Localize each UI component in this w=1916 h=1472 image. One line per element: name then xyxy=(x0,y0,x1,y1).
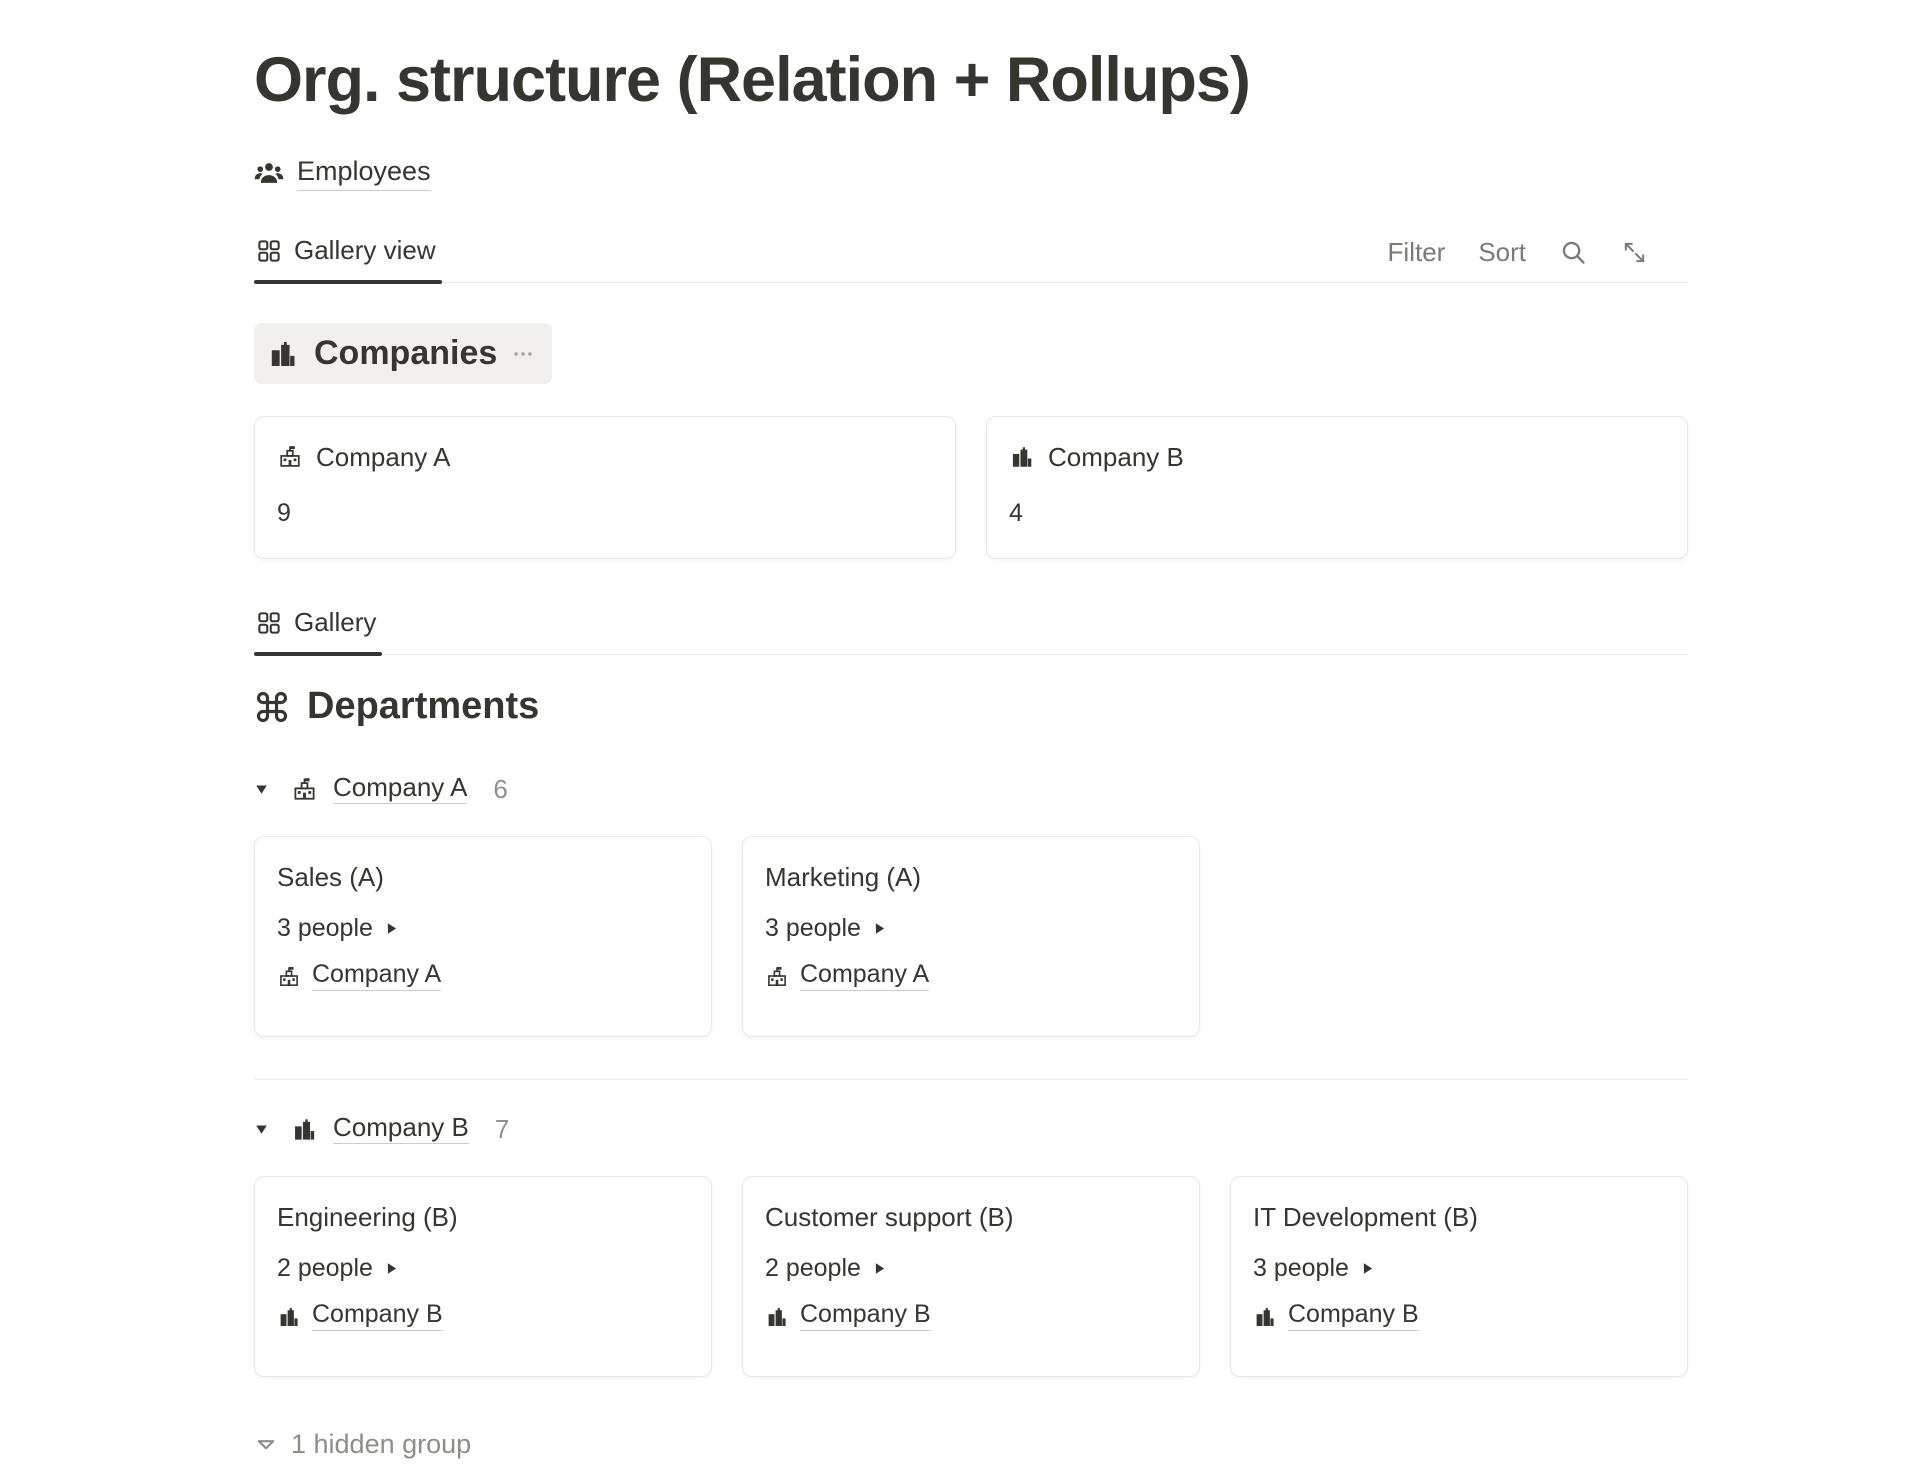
people-rollup[interactable]: 3 people xyxy=(277,916,689,941)
company-card-a[interactable]: Company A 9 xyxy=(254,416,956,560)
companies-view-tab-bar: Gallery view Filter Sort xyxy=(254,225,1688,284)
hidden-group-toggle[interactable]: 1 hidden group xyxy=(254,1429,1688,1460)
people-rollup[interactable]: 3 people xyxy=(765,916,1177,941)
people-count: 3 people xyxy=(765,914,861,943)
school-building-icon xyxy=(291,776,318,803)
caret-right-icon[interactable] xyxy=(384,921,399,936)
company-relation-link[interactable]: Company A xyxy=(312,962,442,992)
command-icon xyxy=(254,689,290,725)
department-card-customer-support-b[interactable]: Customer support (B) 2 people Company B xyxy=(742,1176,1200,1378)
sort-button[interactable]: Sort xyxy=(1478,237,1526,268)
companies-database-title: Companies xyxy=(314,334,498,373)
company-relation: Company B xyxy=(765,1302,1177,1332)
company-card-title: Company A xyxy=(316,442,451,473)
people-rollup[interactable]: 2 people xyxy=(765,1256,1177,1281)
people-icon xyxy=(254,159,284,189)
departments-card-grid-b: Engineering (B) 2 people Company B Custo… xyxy=(254,1176,1688,1378)
people-count: 2 people xyxy=(765,1254,861,1283)
group-count: 7 xyxy=(494,1114,510,1145)
company-relation-link[interactable]: Company A xyxy=(800,962,930,992)
source-database-label[interactable]: Employees xyxy=(297,156,431,192)
departments-database-title: Departments xyxy=(307,685,540,728)
chevron-down-icon xyxy=(254,1433,278,1457)
company-rollup-value: 4 xyxy=(1009,499,1023,528)
group-collapse-toggle[interactable] xyxy=(254,1122,269,1137)
department-card-title: IT Development (B) xyxy=(1253,1202,1478,1233)
group-count: 6 xyxy=(493,774,508,805)
expand-icon[interactable] xyxy=(1621,239,1648,266)
group-divider xyxy=(254,1079,1688,1081)
group-header-company-a: Company A 6 xyxy=(254,772,1688,805)
city-buildings-icon xyxy=(1253,1305,1277,1329)
group-header-company-b: Company B 7 xyxy=(254,1112,1688,1145)
city-buildings-icon xyxy=(267,338,299,370)
view-toolbar: Filter Sort xyxy=(1388,237,1688,282)
source-database-link[interactable]: Employees xyxy=(254,156,1688,192)
companies-database-header[interactable]: Companies xyxy=(254,323,553,385)
group-label-link[interactable]: Company B xyxy=(333,1112,469,1145)
caret-right-icon[interactable] xyxy=(872,1261,887,1276)
tab-gallery-view-label: Gallery view xyxy=(294,235,436,266)
caret-right-icon[interactable] xyxy=(384,1261,399,1276)
caret-right-icon[interactable] xyxy=(872,921,887,936)
caret-right-icon[interactable] xyxy=(1360,1261,1375,1276)
page-title[interactable]: Org. structure (Relation + Rollups) xyxy=(254,45,1251,115)
filter-button[interactable]: Filter xyxy=(1387,237,1446,268)
group-collapse-toggle[interactable] xyxy=(254,782,269,797)
people-rollup[interactable]: 2 people xyxy=(277,1256,689,1281)
city-buildings-icon xyxy=(277,1305,301,1329)
ellipsis-icon[interactable] xyxy=(512,343,534,365)
school-building-icon xyxy=(277,965,301,989)
company-card-b[interactable]: Company B 4 xyxy=(986,416,1688,560)
company-relation: Company A xyxy=(277,962,689,992)
people-count: 3 people xyxy=(277,914,373,943)
city-buildings-icon xyxy=(291,1116,318,1143)
departments-card-grid-a: Sales (A) 3 people Company A Marketing (… xyxy=(254,836,1688,1038)
gallery-grid-icon xyxy=(256,238,282,264)
people-rollup[interactable]: 3 people xyxy=(1253,1256,1665,1281)
company-relation: Company B xyxy=(1253,1302,1665,1332)
company-relation: Company B xyxy=(277,1302,689,1332)
tab-gallery[interactable]: Gallery xyxy=(254,597,383,656)
department-card-marketing-a[interactable]: Marketing (A) 3 people Company A xyxy=(742,836,1200,1038)
search-icon[interactable] xyxy=(1559,238,1588,267)
school-building-icon xyxy=(277,444,303,470)
company-card-title: Company B xyxy=(1048,442,1184,473)
company-relation: Company A xyxy=(765,962,1177,992)
city-buildings-icon xyxy=(765,1305,789,1329)
people-count: 3 people xyxy=(1253,1254,1349,1283)
school-building-icon xyxy=(765,965,789,989)
company-rollup-value: 9 xyxy=(277,499,291,528)
page-content: Org. structure (Relation + Rollups) Empl… xyxy=(254,0,1688,1460)
department-card-title: Marketing (A) xyxy=(765,862,922,893)
city-buildings-icon xyxy=(1009,444,1035,470)
gallery-grid-icon xyxy=(256,610,282,636)
tab-gallery-label: Gallery xyxy=(294,607,377,638)
department-card-title: Customer support (B) xyxy=(765,1202,1014,1233)
department-card-title: Engineering (B) xyxy=(277,1202,458,1233)
departments-database-header[interactable]: Departments xyxy=(254,685,1688,728)
department-card-sales-a[interactable]: Sales (A) 3 people Company A xyxy=(254,836,712,1038)
department-card-title: Sales (A) xyxy=(277,862,384,893)
tab-gallery-view[interactable]: Gallery view xyxy=(254,225,442,284)
group-label-link[interactable]: Company A xyxy=(333,772,468,805)
hidden-group-label: 1 hidden group xyxy=(291,1429,472,1460)
company-relation-link[interactable]: Company B xyxy=(800,1302,931,1332)
people-count: 2 people xyxy=(277,1254,373,1283)
companies-card-grid: Company A 9 Company B 4 xyxy=(254,416,1688,560)
triangle-down-icon xyxy=(254,1122,269,1137)
company-relation-link[interactable]: Company B xyxy=(1288,1302,1419,1332)
department-card-it-development-b[interactable]: IT Development (B) 3 people Company B xyxy=(1230,1176,1688,1378)
departments-view-tab-bar: Gallery xyxy=(254,597,1688,656)
company-relation-link[interactable]: Company B xyxy=(312,1302,443,1332)
triangle-down-icon xyxy=(254,782,269,797)
department-card-engineering-b[interactable]: Engineering (B) 2 people Company B xyxy=(254,1176,712,1378)
